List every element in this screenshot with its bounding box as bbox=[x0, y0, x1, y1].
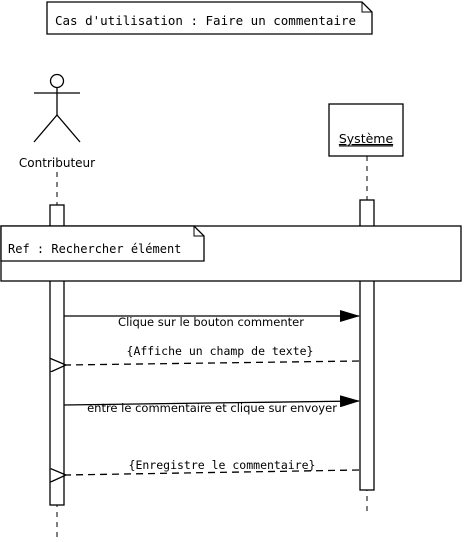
system-object-box: Système bbox=[328, 103, 404, 157]
ref-frame-label: Ref : Rechercher élément bbox=[8, 242, 181, 256]
message-4-label: {Enregistre le commentaire} bbox=[129, 458, 316, 472]
use-case-note: Cas d'utilisation : Faire un commentaire bbox=[46, 1, 373, 35]
system-label: Système bbox=[339, 131, 394, 146]
message-4-arrow bbox=[66, 470, 360, 475]
ref-frame: Ref : Rechercher élément bbox=[0, 225, 462, 282]
message-2-label: {Affiche un champ de texte} bbox=[127, 344, 314, 358]
message-3-arrow bbox=[63, 395, 360, 408]
message-2-arrow bbox=[66, 361, 360, 365]
message-1-label: Clique sur le bouton commenter bbox=[118, 315, 304, 329]
actor-label: Contributeur bbox=[19, 156, 95, 170]
actor-icon bbox=[33, 73, 81, 143]
use-case-note-title: Cas d'utilisation : Faire un commentaire bbox=[55, 13, 356, 28]
message-3-label: entre le commentaire et clique sur envoy… bbox=[87, 401, 337, 415]
